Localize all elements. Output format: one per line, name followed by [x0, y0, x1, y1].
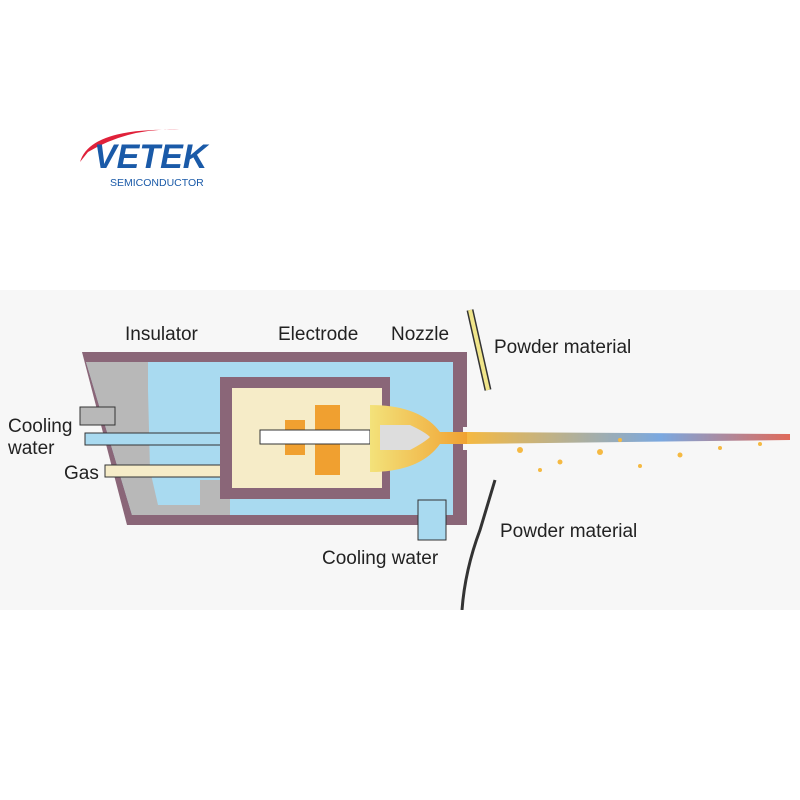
nozzle-lower	[455, 450, 467, 525]
label-electrode: Electrode	[278, 324, 358, 345]
label-powder-bottom: Powder material	[500, 521, 637, 542]
vetek-logo: VETEK SEMICONDUCTOR	[80, 129, 210, 189]
cathode-tip	[380, 425, 430, 450]
cooling-inlet	[79, 406, 116, 426]
logo-sub: SEMICONDUCTOR	[110, 177, 204, 189]
logo-brand: VETEK	[94, 138, 210, 176]
label-cooling-water-bottom: Cooling water	[322, 548, 439, 569]
nozzle-upper	[455, 352, 467, 427]
cooling-outlet	[417, 499, 447, 541]
plasma-spray-gun-diagram: Insulator Electrode Nozzle Powder materi…	[0, 290, 800, 610]
powder-particles	[517, 438, 762, 472]
electrode-rod	[259, 429, 371, 445]
label-nozzle: Nozzle	[391, 324, 449, 345]
label-insulator: Insulator	[125, 324, 199, 345]
powder-feeder-bottom	[460, 479, 497, 610]
label-cooling-water-left-1: Cooling	[8, 416, 72, 437]
label-cooling-water-left-2: water	[7, 438, 55, 459]
label-gas: Gas	[64, 463, 99, 484]
label-powder-top: Powder material	[494, 337, 631, 358]
plasma-jet	[467, 432, 790, 444]
